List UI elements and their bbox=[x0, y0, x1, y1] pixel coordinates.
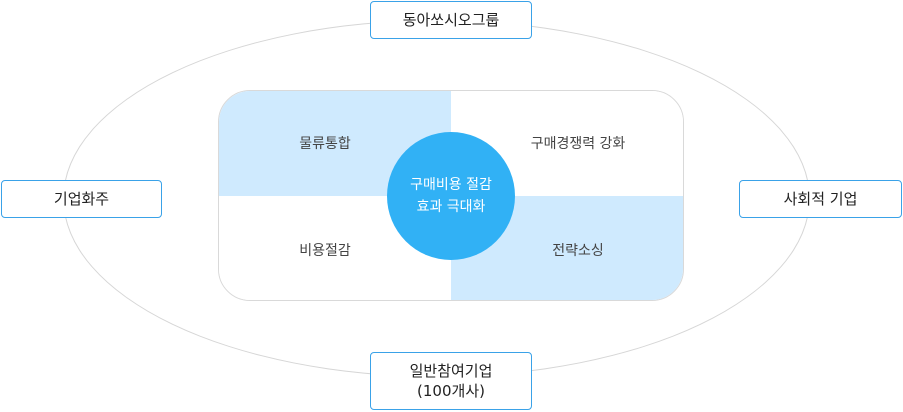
bottom-label-line-2: (100개사) bbox=[417, 382, 485, 400]
left-label-box: 기업화주 bbox=[1, 180, 162, 218]
bottom-label-box: 일반참여기업 (100개사) bbox=[370, 352, 532, 410]
left-label: 기업화주 bbox=[53, 190, 110, 208]
center-circle: 구매비용 절감 효과 극대화 bbox=[387, 132, 515, 260]
quadrant-bottom-left: 비용절감 bbox=[219, 196, 451, 300]
quadrant-bottom-left-label: 비용절감 bbox=[299, 243, 351, 259]
top-label-box: 동아쏘시오그룹 bbox=[370, 1, 532, 39]
right-label: 사회적 기업 bbox=[783, 190, 858, 208]
quadrant-top-right-label: 구매경쟁력 강화 bbox=[530, 135, 626, 152]
right-label-box: 사회적 기업 bbox=[739, 180, 902, 218]
center-line-1: 구매비용 절감 bbox=[410, 177, 492, 193]
quadrant-top-left-label: 물류통합 bbox=[299, 135, 351, 152]
bottom-label-line-1: 일반참여기업 bbox=[409, 362, 493, 380]
top-label: 동아쏘시오그룹 bbox=[402, 11, 500, 29]
center-line-2: 효과 극대화 bbox=[416, 199, 486, 215]
quadrant-bottom-right-label: 전략소싱 bbox=[552, 243, 604, 259]
